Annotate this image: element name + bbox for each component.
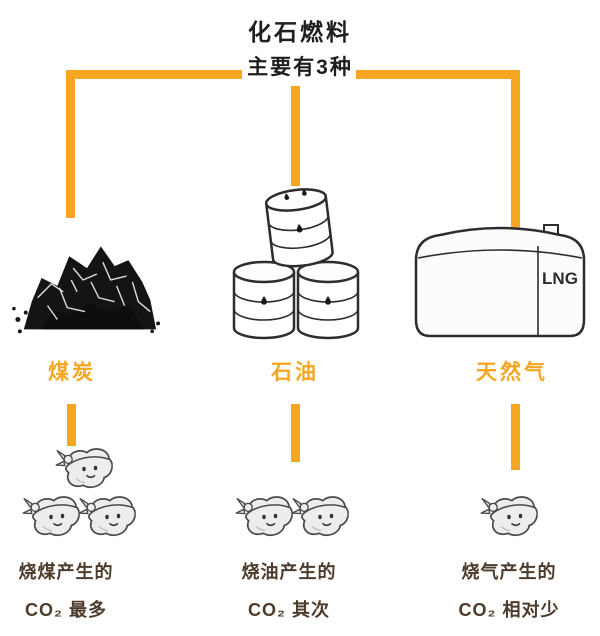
co2-smoke-icon: [235, 492, 293, 540]
lng-text: LNG: [542, 269, 578, 288]
co2-smoke-icon: [480, 492, 538, 540]
bracket-line-to-oil: [291, 86, 300, 186]
coal-pile-icon: [12, 246, 161, 334]
caption-gas-line2: CO₂ 相对少: [458, 600, 560, 620]
co2-smoke-icon: [291, 492, 349, 540]
fuel-label-gas: 天然气: [476, 361, 548, 384]
caption-coal-line2: CO₂ 最多: [25, 600, 107, 620]
bracket-top-line-right: [356, 70, 520, 79]
caption-oil-line1: 烧油产生的: [241, 562, 337, 582]
caption-coal-line1: 烧煤产生的: [18, 562, 114, 582]
co2-smoke-icon: [78, 492, 136, 540]
co2-smoke-icon: [55, 444, 113, 492]
caption-oil-line2: CO₂ 其次: [248, 600, 330, 620]
diagram-subtitle: 主要有3种: [247, 56, 353, 79]
oil-barrels-icon: [232, 185, 360, 340]
lng-tank-icon: LNG: [414, 224, 586, 338]
fuel-label-coal: 煤炭: [48, 361, 96, 384]
connector-line-coal: [67, 404, 76, 446]
fuel-label-oil: 石油: [271, 361, 319, 384]
co2-smoke-icon: [22, 492, 80, 540]
bracket-top-line-left: [66, 70, 242, 79]
caption-gas-line1: 烧气产生的: [461, 562, 557, 582]
coal-debris: [12, 306, 161, 334]
bracket-line-to-coal: [66, 70, 75, 218]
bracket-line-to-gas: [511, 70, 520, 230]
diagram-title: 化石燃料: [248, 19, 352, 45]
connector-line-oil: [291, 404, 300, 462]
connector-line-gas: [511, 404, 520, 470]
